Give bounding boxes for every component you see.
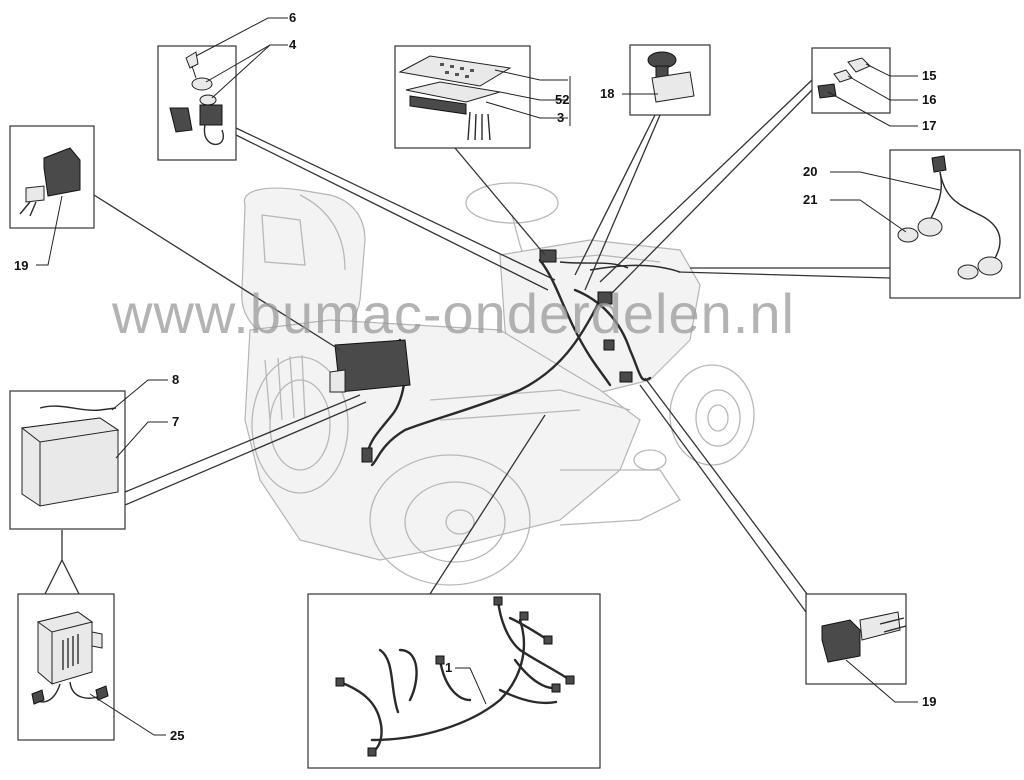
callout-8: 8 — [172, 372, 179, 387]
callout-20: 20 — [803, 164, 817, 179]
rear-wheel — [251, 356, 349, 494]
detail-box-harness — [307, 593, 601, 769]
callout-17: 17 — [922, 118, 936, 133]
bulb-holder-lower — [977, 256, 1003, 276]
callout-7: 7 — [172, 414, 179, 429]
detail-box-switch-18 — [622, 44, 711, 116]
mower-outline — [241, 182, 755, 586]
callout-3: 3 — [557, 110, 564, 125]
detail-box-dash-panel — [394, 45, 571, 149]
dash-module-body — [409, 95, 467, 115]
callout-15: 15 — [922, 68, 936, 83]
wiring-harness — [370, 618, 526, 742]
part-17 — [817, 83, 837, 99]
detail-box-relays — [811, 47, 918, 127]
callout-labels: 6 4 52 3 18 15 16 17 20 21 19 8 7 1 25 1… — [14, 10, 936, 743]
detail-box-battery — [9, 379, 168, 530]
pto-switch-body — [651, 71, 695, 103]
callout-6: 6 — [289, 10, 296, 25]
bulb-holder-upper — [917, 217, 943, 237]
detail-box-charger — [17, 593, 166, 741]
callout-1: 1 — [445, 660, 452, 675]
callout-18: 18 — [600, 86, 614, 101]
front-wheel-right — [669, 364, 755, 466]
rear-wheel-right — [369, 454, 531, 586]
callout-4: 4 — [289, 37, 297, 52]
callout-25: 25 — [170, 728, 184, 743]
callout-21: 21 — [803, 192, 817, 207]
ignition-switch — [199, 104, 223, 126]
detail-box-switch-19-left — [9, 125, 95, 266]
steering-wheel — [465, 182, 559, 224]
battery-vent-tube — [39, 405, 117, 411]
light-connector — [931, 155, 947, 173]
detail-box-ignition — [157, 17, 288, 161]
leader-lines-to-mower — [44, 79, 891, 613]
bulb-lower — [957, 264, 979, 280]
callout-16: 16 — [922, 92, 936, 107]
dash-label-plate — [398, 55, 512, 87]
battery-on-mower — [334, 339, 411, 393]
seat-switch-left — [43, 147, 81, 197]
ignition-key — [185, 51, 199, 69]
bulb-upper — [897, 227, 919, 243]
callout-52: 52 — [555, 92, 569, 107]
watermark-text: www.bumac-onderdelen.nl — [111, 282, 795, 345]
detail-box-lights — [830, 149, 1021, 299]
callout-19-right: 19 — [922, 694, 936, 709]
seat-switch-right — [821, 619, 861, 663]
callout-19-left: 19 — [14, 258, 28, 273]
detail-box-switch-19-right — [805, 593, 918, 703]
harness-on-mower — [329, 249, 681, 467]
